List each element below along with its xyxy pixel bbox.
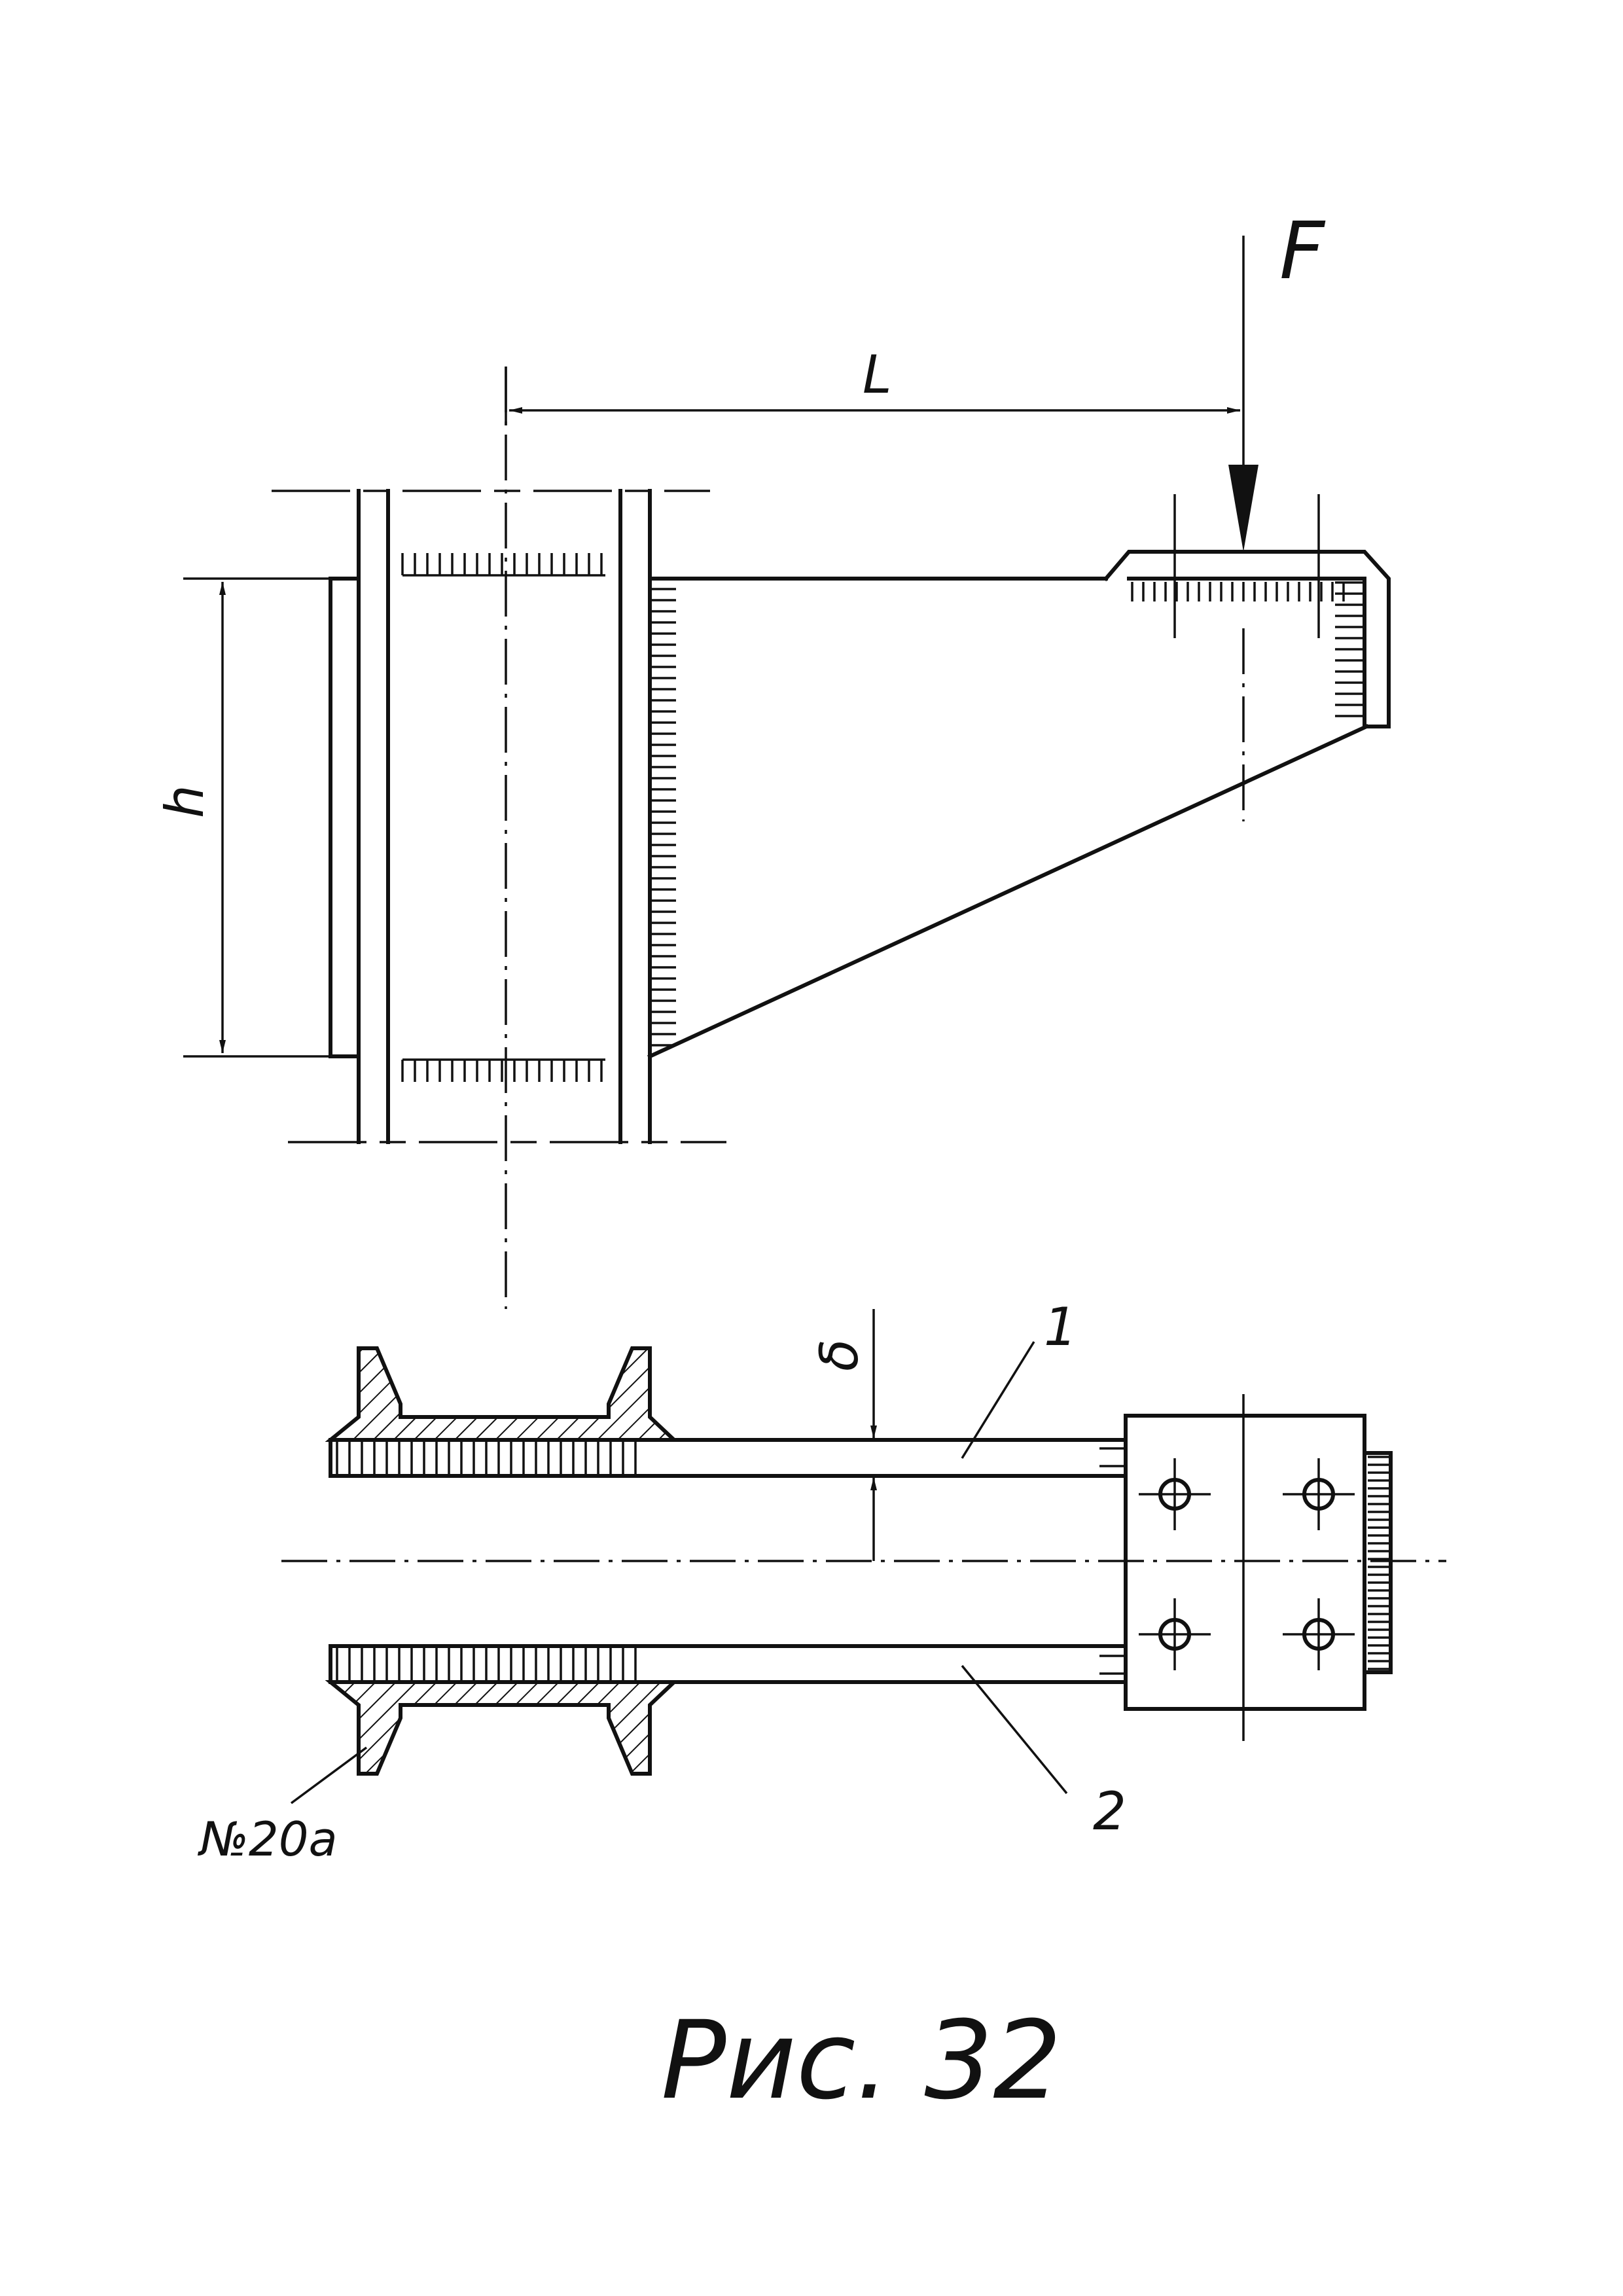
channel-label: №20a bbox=[197, 1812, 338, 1867]
weld-marks-end-plate bbox=[1368, 1456, 1389, 1670]
weld-marks-end-top bbox=[1131, 582, 1345, 601]
end-plate-rib bbox=[1363, 1451, 1393, 1674]
bracket-sloped-edge bbox=[647, 724, 1369, 1059]
end-plate bbox=[1124, 1414, 1366, 1711]
weld-marks-plate-1 bbox=[336, 1441, 637, 1475]
weld-marks-bottom bbox=[401, 1058, 605, 1082]
force-label: F bbox=[1279, 206, 1326, 297]
leader-part-2 bbox=[961, 1664, 1068, 1795]
part-2-label: 2 bbox=[1093, 1781, 1126, 1842]
weld-marks-end-side bbox=[1335, 581, 1364, 717]
length-label: L bbox=[863, 344, 892, 405]
back-plate bbox=[329, 577, 361, 1058]
weld-marks-top bbox=[401, 553, 605, 577]
height-label: h bbox=[154, 785, 215, 818]
weld-marks-plate-2 bbox=[336, 1647, 637, 1681]
weld-marks-vertical bbox=[650, 588, 676, 1047]
channel-section-lower bbox=[325, 1680, 679, 1776]
leader-part-1 bbox=[961, 1341, 1035, 1459]
figure-caption: Рис. 32 bbox=[661, 1998, 1061, 2123]
channel-section-upper bbox=[325, 1346, 679, 1442]
plan-view: δ 1 2 №20a bbox=[197, 1297, 1446, 1867]
front-view: F L h bbox=[154, 206, 1391, 1309]
thickness-label: δ bbox=[809, 1339, 870, 1371]
part-1-label: 1 bbox=[1044, 1297, 1077, 1357]
leader-channel bbox=[290, 1746, 368, 1804]
end-angle bbox=[1103, 550, 1391, 728]
force-arrow-head bbox=[1228, 465, 1258, 552]
bolt-holes bbox=[1139, 1458, 1355, 1670]
